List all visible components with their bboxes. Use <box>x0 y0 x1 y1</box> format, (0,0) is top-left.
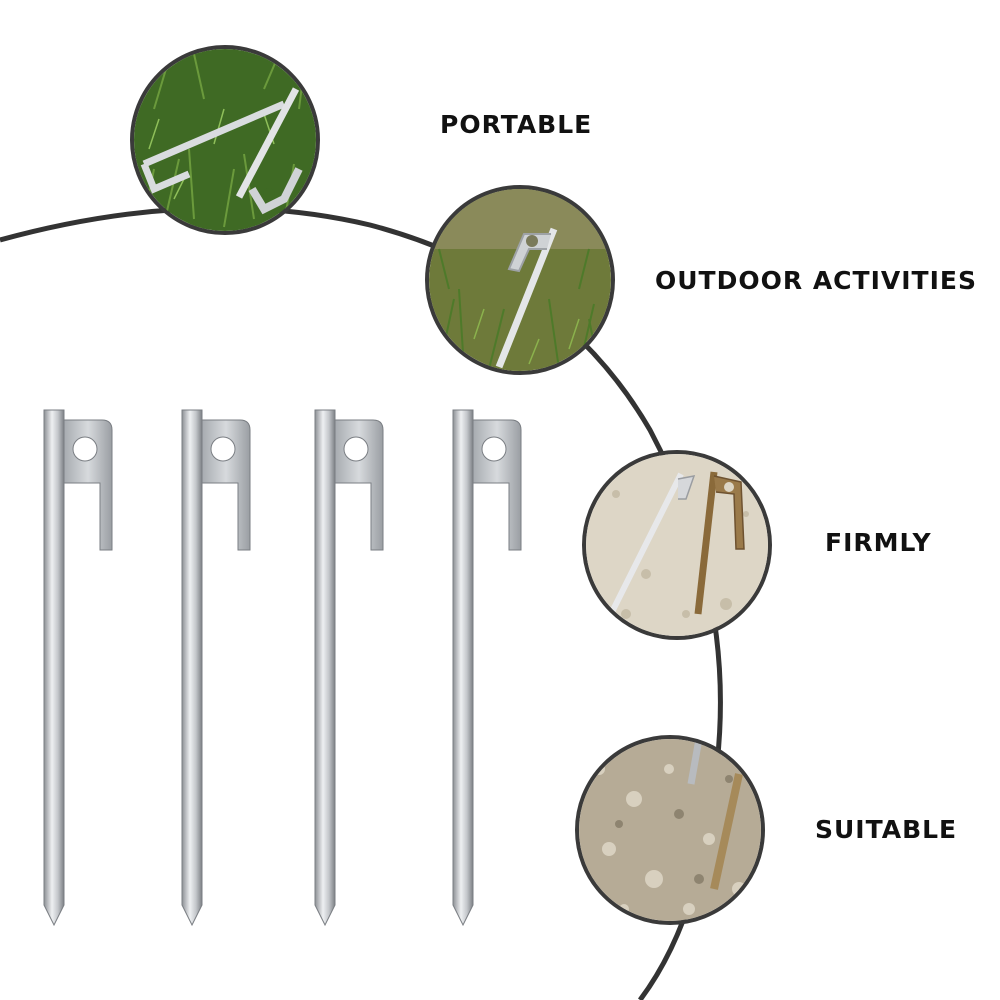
tent-stake-icon <box>181 409 251 927</box>
tent-stake-icon <box>314 409 384 927</box>
portable-photo <box>130 45 320 235</box>
outdoor-activities-photo <box>425 185 615 375</box>
feature-label-suitable: SUITABLE <box>815 815 958 844</box>
feature-label-firmly: FIRMLY <box>825 528 932 557</box>
firmly-photo <box>582 450 772 640</box>
feature-label-portable: PORTABLE <box>440 110 593 139</box>
suitable-photo <box>575 735 765 925</box>
feature-label-outdoor-activities: OUTDOOR ACTIVITIES <box>655 266 977 295</box>
tent-stake-icon <box>43 409 113 927</box>
tent-stake-icon <box>452 409 522 927</box>
